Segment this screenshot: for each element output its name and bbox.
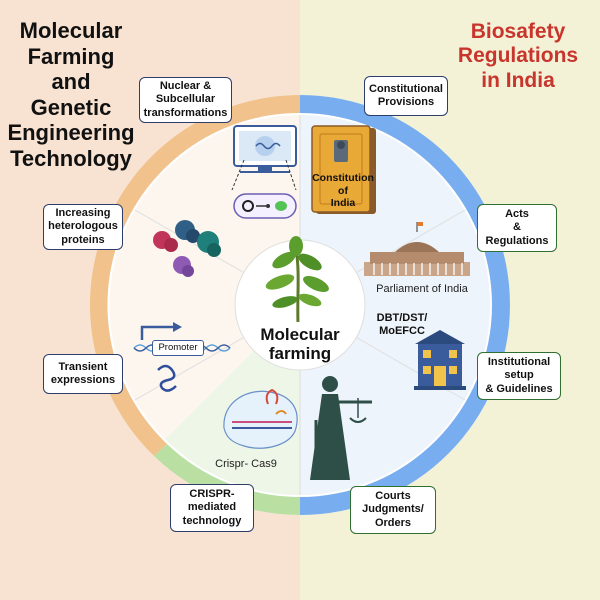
label-transient-expressions: Transient expressions <box>43 354 123 394</box>
label-line: transformations <box>143 106 228 119</box>
label-line: expressions <box>50 374 116 386</box>
label-crispr-technology: CRISPR- mediated technology <box>170 484 254 532</box>
label-line: & <box>513 221 521 234</box>
center-title: Molecular farming <box>240 325 360 363</box>
label-nuclear-transformations: Nuclear & Subcellular transformations <box>139 77 232 123</box>
label-line: CRISPR- <box>189 488 235 501</box>
plasmid-icon <box>233 193 297 219</box>
dna-computer-icon <box>231 125 297 191</box>
label-line: heterologous <box>48 220 118 233</box>
promoter-label: Promoter <box>152 340 204 356</box>
crispr-cas-label: Crispr- Cas9 <box>215 458 277 470</box>
label-heterologous-proteins: Increasing heterologous proteins <box>43 204 123 250</box>
label-line: Regulations <box>485 234 549 247</box>
ring-left <box>89 94 300 456</box>
left-title-line: Genetic <box>30 94 112 120</box>
justice-icon <box>310 376 372 480</box>
ministries-label: DBT/DST/ MoEFCC <box>372 312 432 338</box>
label-constitutional-provisions: Constitutional Provisions <box>364 76 448 116</box>
ring-bottom <box>154 444 300 515</box>
crispr-icon <box>223 388 298 449</box>
label-line: Nuclear & <box>159 80 212 93</box>
label-line: Constitutional <box>369 82 443 95</box>
label-acts-regulations: Acts & Regulations <box>477 204 557 252</box>
label-line: & Guidelines <box>485 382 553 395</box>
parliament-icon <box>364 222 470 276</box>
right-title-line: Regulations <box>457 44 579 68</box>
protein-icon <box>153 220 221 277</box>
center-title-line: farming <box>268 344 332 364</box>
right-title-line: in India <box>481 68 555 92</box>
left-title-line: Farming <box>27 43 115 69</box>
label-line: Increasing <box>55 207 111 220</box>
label-line: Provisions <box>377 96 435 108</box>
ministries-line: DBT/DST/ <box>376 312 428 324</box>
book-title-line: Constitution <box>312 172 374 184</box>
center-title-line: Molecular <box>260 325 340 344</box>
label-line: Judgments/ <box>362 503 424 516</box>
book-title-line: India <box>330 197 356 210</box>
book-title-line: of <box>338 184 348 197</box>
book-icon <box>311 125 376 214</box>
label-line: Courts <box>375 490 411 503</box>
left-title: Molecular Farming and Genetic Engineerin… <box>4 18 138 171</box>
right-title: Biosafety Regulations in India <box>438 20 598 93</box>
label-line: Subcellular <box>155 93 216 106</box>
label-line: technology <box>182 514 242 527</box>
book-title: Constitution of India <box>312 172 374 210</box>
label-line: proteins <box>61 233 105 246</box>
label-courts-judgments: Courts Judgments/ Orders <box>350 486 436 534</box>
label-line: mediated <box>187 501 237 514</box>
left-title-line: Molecular <box>19 18 123 43</box>
label-institutional-setup: Institutional setup & Guidelines <box>477 352 561 400</box>
plant-icon <box>265 236 329 323</box>
ministries-line: MoEFCC <box>379 325 425 338</box>
label-line: Transient <box>58 360 108 373</box>
left-title-line: Technology <box>10 145 132 171</box>
label-line: setup <box>504 369 534 382</box>
left-title-line: and <box>51 69 91 95</box>
label-line: Acts <box>505 208 529 221</box>
label-line: Orders <box>374 516 412 529</box>
right-title-line: Biosafety <box>470 20 566 43</box>
left-title-line: Engineering <box>7 120 135 146</box>
parliament-label: Parliament of India <box>376 283 468 295</box>
building-icon <box>414 330 466 390</box>
label-line: Institutional <box>487 356 551 369</box>
